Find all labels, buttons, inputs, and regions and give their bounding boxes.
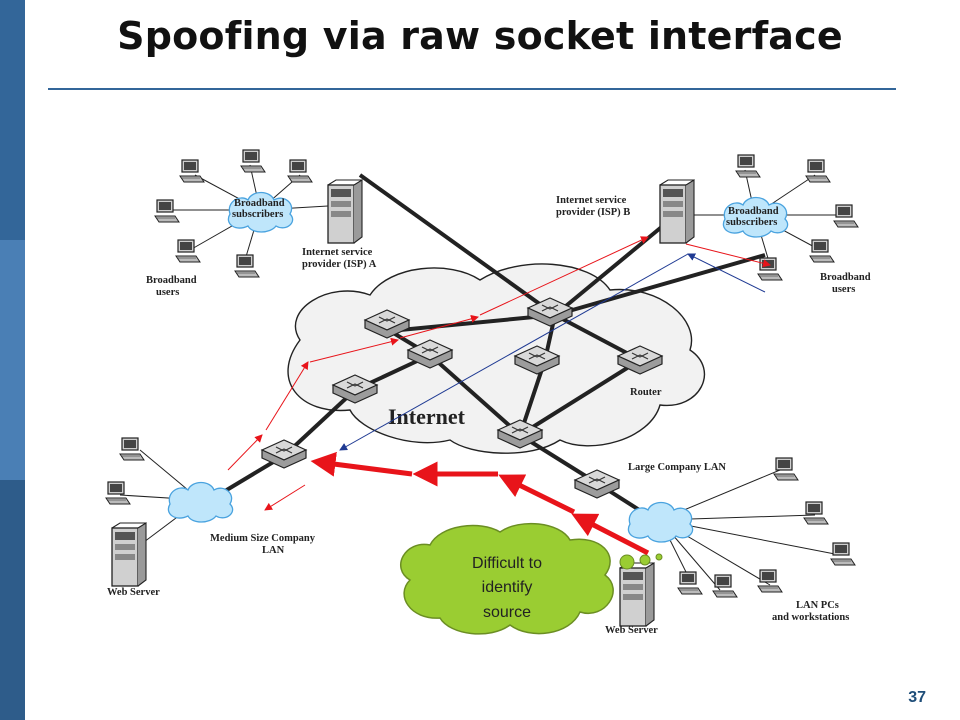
pc-icon [809, 239, 835, 263]
pc-icon [105, 481, 131, 505]
broadband-subscribers-label-a-line2: subscribers [232, 209, 283, 220]
isp-b-label: Internet service [556, 195, 627, 206]
callout-text-line1: Difficult to [472, 555, 542, 572]
lan-cloud-icon [627, 501, 694, 543]
internet-label: Internet [388, 404, 466, 429]
pc-icon [833, 204, 859, 228]
pc-icon [240, 149, 266, 173]
isp-a-label: Internet service [302, 247, 373, 258]
pc-icon [805, 159, 831, 183]
pc-icon [677, 571, 703, 595]
medium-lan-label-line2: LAN [262, 545, 285, 556]
sidebar-segment-top [0, 0, 25, 240]
sidebar-accent-bar [0, 0, 25, 720]
router-label: Router [630, 387, 662, 398]
pc-icon [757, 569, 783, 593]
broadband-cluster-a [154, 149, 363, 278]
callout-text-line2: identify [482, 579, 533, 596]
callout-cloud [399, 522, 663, 635]
web-server-icon [111, 522, 147, 587]
callout-text-line3: source [483, 604, 531, 621]
pc-icon [234, 254, 260, 278]
lan-pcs-label: LAN PCs [796, 600, 839, 611]
broadband-subscribers-label-b: Broadband [728, 206, 779, 217]
pc-icon [830, 542, 856, 566]
pc-icon [179, 159, 205, 183]
pc-icon [287, 159, 313, 183]
broadband-subscribers-label-a: Broadband [234, 198, 285, 209]
broadband-users-label-b: Broadband [820, 272, 871, 283]
medium-lan-label: Medium Size Company [210, 533, 316, 544]
pc-icon [735, 154, 761, 178]
sidebar-segment-middle [0, 240, 25, 480]
large-lan-cluster [619, 457, 856, 627]
isp-b-label-line2: provider (ISP) B [556, 207, 630, 218]
lan-cloud-icon [167, 481, 234, 523]
pc-icon [175, 239, 201, 263]
broadband-cluster-b [659, 154, 859, 281]
web-server-label-left: Web Server [107, 587, 160, 598]
large-lan-label: Large Company LAN [628, 462, 726, 473]
pc-icon [154, 199, 180, 223]
pc-icon [712, 574, 738, 598]
pc-icon [119, 437, 145, 461]
isp-a-server-icon [327, 179, 363, 244]
lan-pcs-label-line2: and workstations [772, 612, 849, 623]
pc-icon [773, 457, 799, 481]
web-server-label-right: Web Server [605, 625, 658, 636]
title-divider [48, 88, 896, 90]
web-server-icon [619, 562, 655, 627]
sidebar-segment-bottom [0, 480, 25, 720]
broadband-users-label-a: Broadband [146, 275, 197, 286]
isp-a-label-line2: provider (ISP) A [302, 259, 377, 270]
broadband-subscribers-label-b-line2: subscribers [726, 217, 777, 228]
medium-lan-cluster [105, 437, 234, 587]
isp-b-server-icon [659, 179, 695, 244]
spoofed-path [227, 236, 771, 511]
slide-title: Spoofing via raw socket interface [117, 14, 843, 58]
reply-path [339, 253, 766, 451]
page-number: 37 [908, 689, 926, 706]
pc-icon [757, 257, 783, 281]
internet-cloud [287, 263, 706, 454]
broadband-users-label-a-line2: users [156, 287, 179, 298]
attack-path [310, 451, 650, 556]
broadband-users-label-b-line2: users [832, 284, 855, 295]
pc-icon [803, 501, 829, 525]
